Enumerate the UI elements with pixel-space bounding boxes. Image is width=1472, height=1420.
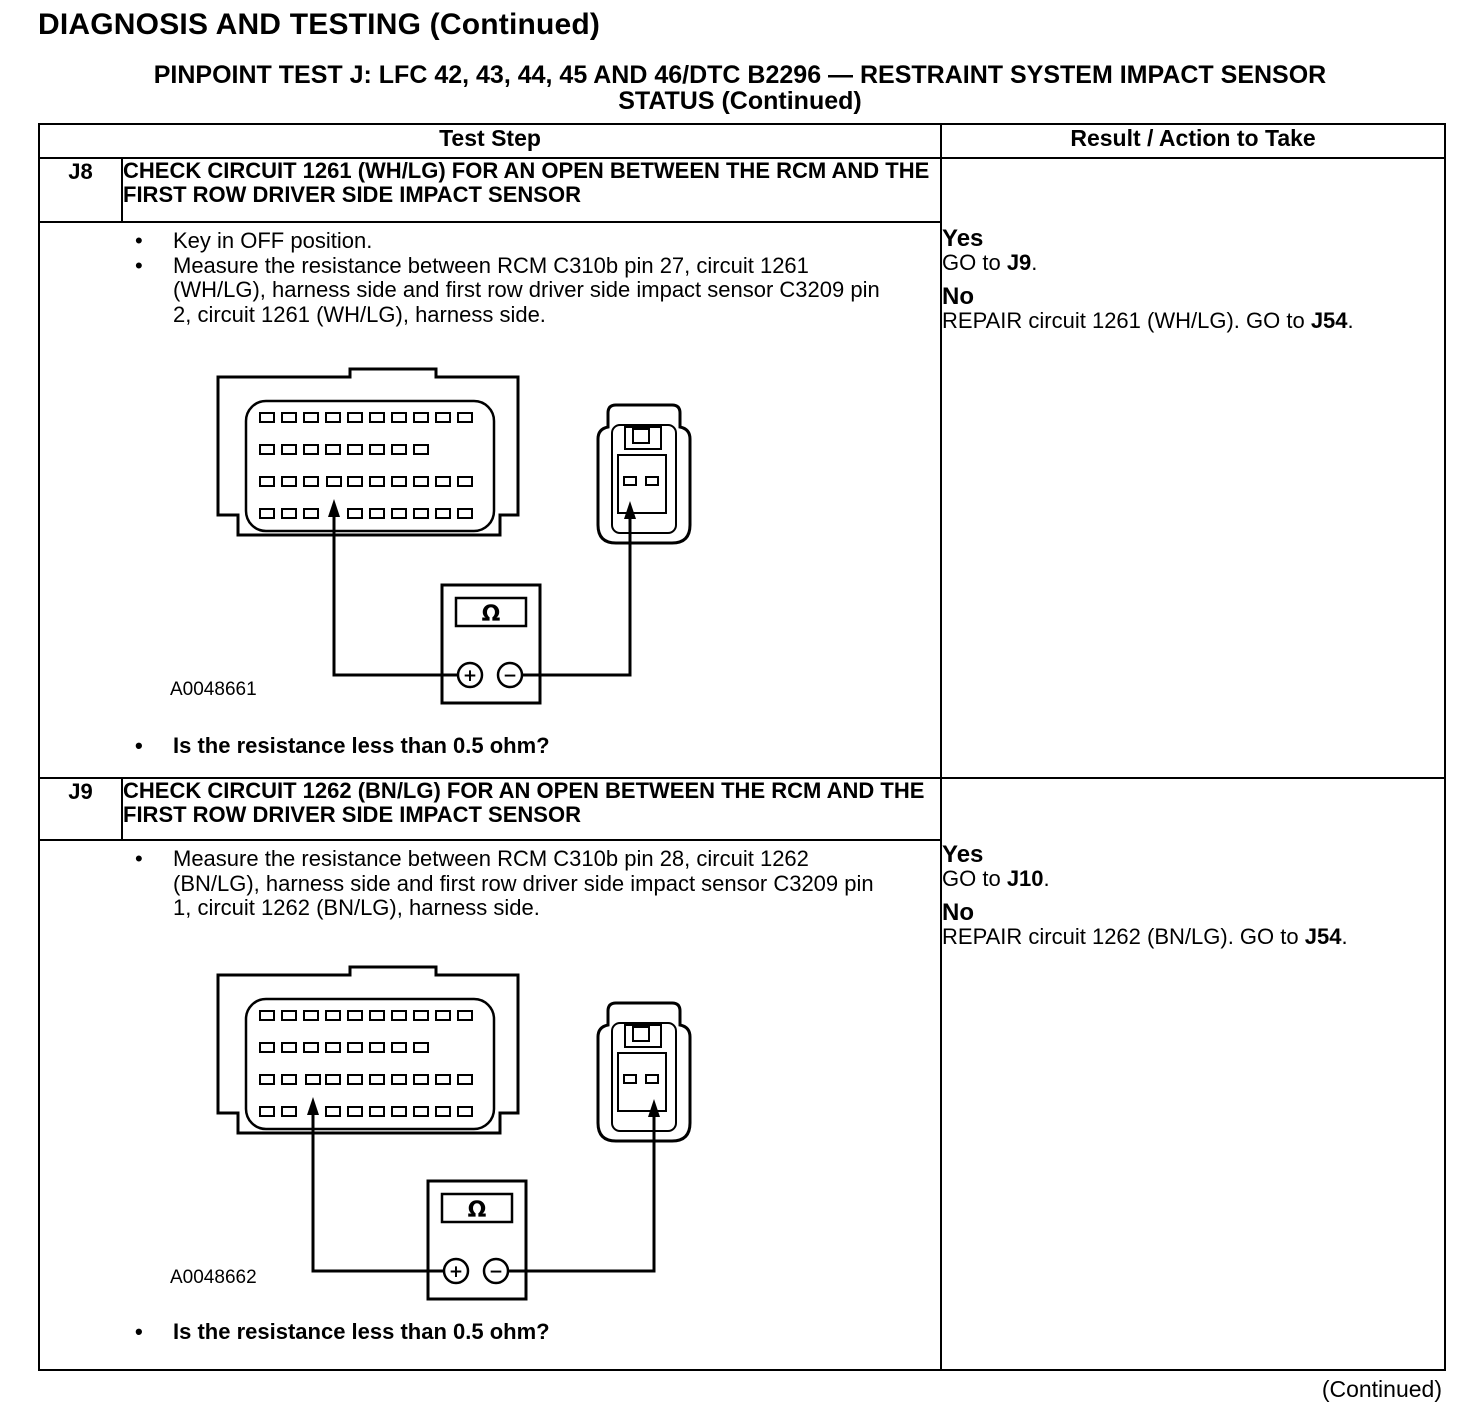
step-question: •Is the resistance less than 0.5 ohm? <box>135 733 550 758</box>
bullet-item: •Measure the resistance between RCM C310… <box>135 846 874 920</box>
bullet-item: •Key in OFF position. <box>135 228 373 253</box>
ohmmeter-icon <box>440 583 542 705</box>
no-label: No <box>942 283 975 310</box>
step-title: CHECK CIRCUIT 1261 (WH/LG) FOR AN OPEN B… <box>120 157 943 223</box>
yes-goto-link[interactable]: J9 <box>1006 250 1032 275</box>
result-yes: Yes GO to J10. <box>942 779 1444 891</box>
yes-label: Yes <box>942 225 984 252</box>
step-j9-title-row: J9 CHECK CIRCUIT 1262 (BN/LG) FOR AN OPE… <box>38 777 1447 1371</box>
step-j9-content: •Measure the resistance between RCM C310… <box>37 839 943 1371</box>
rcm-connector-icon <box>216 965 520 1134</box>
meter-minus: − <box>489 1262 503 1282</box>
yes-action: GO to J10. <box>942 866 1050 891</box>
bullet-item: •Measure the resistance between RCM C310… <box>135 252 880 327</box>
step-j8-result: Yes GO to J9. No REPAIR circuit 1261 (WH… <box>940 157 1447 779</box>
step-j8-content-row: •Key in OFF position. •Measure the resis… <box>37 221 1445 779</box>
yes-goto-link[interactable]: J10 <box>1006 866 1044 891</box>
yes-action: GO to J9. <box>942 250 1038 275</box>
wiring-diagram-j9: Ω + − <box>216 965 692 1300</box>
impact-sensor-connector-icon <box>596 403 692 545</box>
no-action: REPAIR circuit 1262 (BN/LG). GO to J54. <box>942 924 1348 949</box>
figure-id: A0048661 <box>170 679 257 700</box>
impact-sensor-connector-icon <box>596 1001 692 1142</box>
ohm-symbol: Ω <box>468 1198 487 1223</box>
step-j8-content: •Key in OFF position. •Measure the resis… <box>37 221 943 779</box>
no-goto-link[interactable]: J54 <box>1304 924 1342 949</box>
no-action: REPAIR circuit 1261 (WH/LG). GO to J54. <box>942 308 1354 333</box>
step-j9-result: Yes GO to J10. No REPAIR circuit 1262 (B… <box>940 777 1447 1371</box>
test-title-line2: STATUS (Continued) <box>618 87 862 115</box>
result-yes: Yes GO to J9. <box>942 159 1444 275</box>
result-no: No REPAIR circuit 1261 (WH/LG). GO to J5… <box>942 275 1444 333</box>
ohmmeter-icon <box>426 1179 528 1300</box>
rcm-connector-icon <box>216 367 520 537</box>
header-test-step: Test Step <box>37 123 943 159</box>
test-title-line1: PINPOINT TEST J: LFC 42, 43, 44, 45 AND … <box>153 61 1327 89</box>
continued-note: (Continued) <box>1321 1376 1442 1402</box>
wiring-diagram-j8: Ω + − <box>216 367 692 705</box>
page-title: DIAGNOSIS AND TESTING (Continued) <box>38 8 601 41</box>
result-no: No REPAIR circuit 1262 (BN/LG). GO to J5… <box>942 891 1444 949</box>
meter-plus: + <box>463 666 477 686</box>
step-bullets: •Key in OFF position. •Measure the resis… <box>40 223 940 327</box>
step-bullets: •Measure the resistance between RCM C310… <box>40 841 940 921</box>
step-question: •Is the resistance less than 0.5 ohm? <box>135 1318 550 1344</box>
yes-label: Yes <box>942 841 984 868</box>
step-id: J9 <box>38 777 123 841</box>
meter-minus: − <box>503 666 517 686</box>
step-j8-title-row: J8 CHECK CIRCUIT 1261 (WH/LG) FOR AN OPE… <box>38 157 1447 779</box>
figure-id: A0048662 <box>170 1266 257 1288</box>
meter-plus: + <box>449 1262 463 1282</box>
step-j9-content-row: •Measure the resistance between RCM C310… <box>37 839 1445 1371</box>
no-label: No <box>942 899 975 926</box>
no-goto-link[interactable]: J54 <box>1310 308 1348 333</box>
step-id: J8 <box>38 157 123 223</box>
ohm-symbol: Ω <box>482 602 501 627</box>
step-title: CHECK CIRCUIT 1262 (BN/LG) FOR AN OPEN B… <box>120 777 943 841</box>
header-result: Result / Action to Take <box>940 123 1447 159</box>
table-header-row: Test Step Result / Action to Take <box>37 123 1447 159</box>
pinpoint-test-table: Test Step Result / Action to Take J8 CHE… <box>37 123 1447 1371</box>
pinpoint-test-title: PINPOINT TEST J: LFC 42, 43, 44, 45 AND … <box>40 62 1440 114</box>
